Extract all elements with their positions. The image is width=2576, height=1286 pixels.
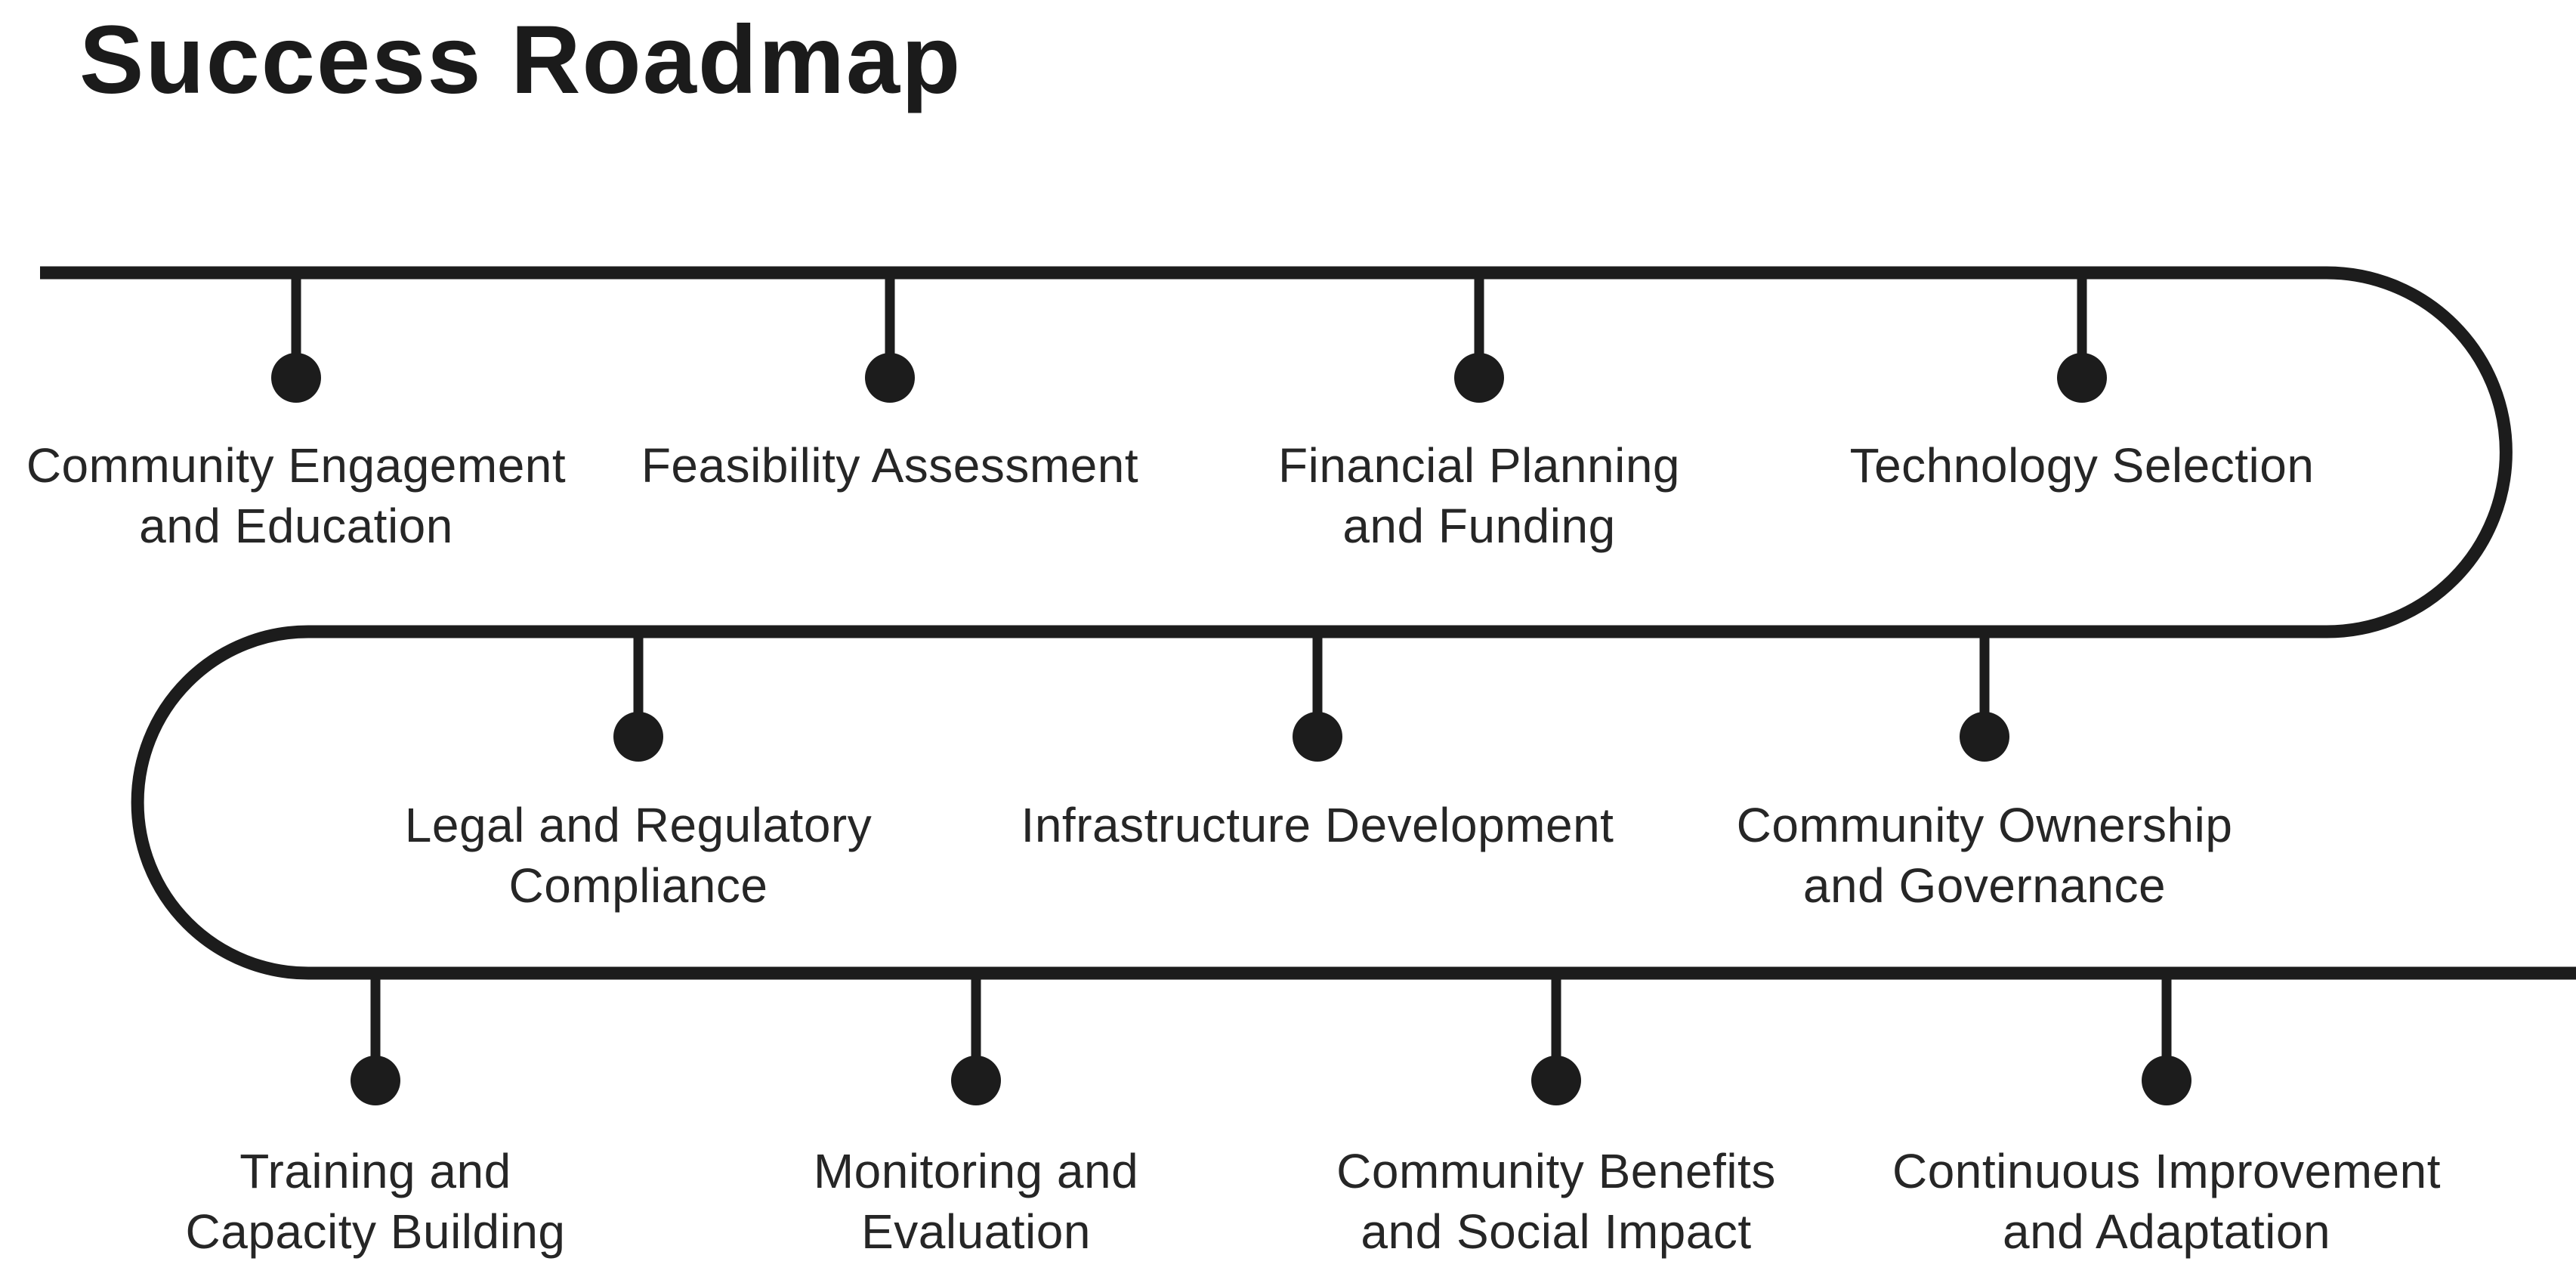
milestone-dot	[2057, 353, 2107, 403]
roadmap-snake-path	[40, 266, 2576, 980]
page-title: Success Roadmap	[79, 6, 962, 114]
milestone-dot	[1454, 353, 1504, 403]
milestone-dot	[271, 353, 321, 403]
milestone-node-layer	[271, 273, 2191, 1105]
milestone-dot	[1531, 1056, 1581, 1105]
milestone-dot	[351, 1056, 400, 1105]
milestone-dot	[951, 1056, 1001, 1105]
milestone-dot	[613, 712, 663, 762]
milestone-dot	[865, 353, 915, 403]
milestone-dot	[2142, 1056, 2191, 1105]
milestone-dot	[1960, 712, 2009, 762]
milestone-dot	[1293, 712, 1342, 762]
